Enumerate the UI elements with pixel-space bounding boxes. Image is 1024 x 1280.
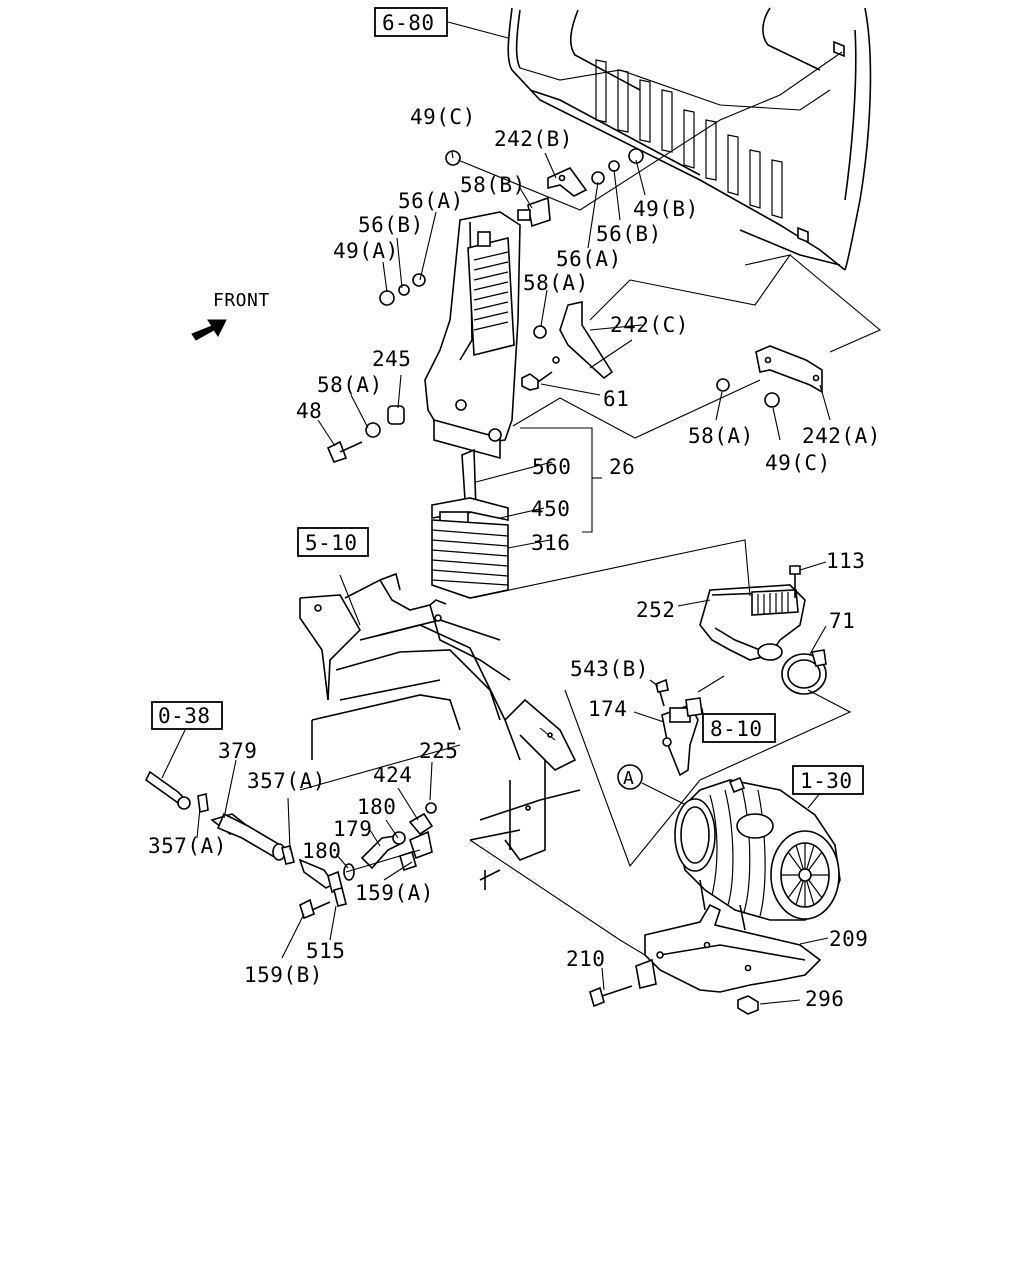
bolt-210 [589, 985, 633, 1008]
callout-a-label: A [623, 768, 634, 789]
ref-label-5-10: 5-10 [305, 531, 358, 555]
label-245: 245 [372, 347, 411, 371]
label-543b: 543(B) [570, 657, 649, 681]
label-58a-right: 58(A) [688, 424, 754, 448]
label-450: 450 [531, 497, 570, 521]
ref-box-0-38: 0-38 [151, 701, 223, 730]
label-49c-top: 49(C) [410, 105, 476, 129]
label-49a: 49(A) [333, 239, 399, 263]
label-48: 48 [296, 399, 322, 423]
label-71: 71 [829, 609, 855, 633]
leader-lines [161, 21, 882, 1005]
label-379: 379 [218, 739, 257, 763]
label-225: 225 [419, 739, 458, 763]
part-labels: 49(C) 242(B) 58(B) 56(A) 56(B) 49(A) 49(… [148, 105, 881, 1011]
label-58b: 58(B) [460, 173, 526, 197]
front-arrow-icon [191, 319, 227, 341]
callout-circle-a: A [617, 764, 643, 790]
label-113: 113 [826, 549, 865, 573]
label-49b: 49(B) [633, 197, 699, 221]
label-174: 174 [588, 697, 627, 721]
label-296: 296 [805, 987, 844, 1011]
hose-assembly [144, 770, 437, 920]
label-26: 26 [609, 455, 635, 479]
ref-label-0-38: 0-38 [158, 704, 211, 728]
ref-box-8-10: 8-10 [702, 713, 776, 743]
label-357a-left: 357(A) [148, 834, 227, 858]
label-56b-left: 56(B) [358, 213, 424, 237]
label-49c-bottom: 49(C) [765, 451, 831, 475]
bracket-242b [547, 167, 588, 197]
chassis-frame [299, 572, 581, 890]
filter-element [431, 448, 509, 599]
front-indicator: FRONT [191, 290, 270, 341]
air-cleaner-body [674, 776, 841, 931]
nut-296 [737, 995, 759, 1015]
label-58a-mid: 58(A) [523, 271, 589, 295]
ref-label-8-10: 8-10 [710, 717, 763, 741]
label-357a-top: 357(A) [247, 769, 326, 793]
clamp-71 [781, 649, 827, 695]
ref-box-5-10: 5-10 [297, 527, 369, 557]
label-560: 560 [532, 455, 571, 479]
label-252: 252 [636, 598, 675, 622]
label-159b: 159(B) [244, 963, 323, 987]
label-159a: 159(A) [355, 881, 434, 905]
label-180-bottom: 180 [302, 839, 341, 863]
label-242b: 242(B) [494, 127, 573, 151]
label-316: 316 [531, 531, 570, 555]
bracket-209 [635, 903, 822, 993]
ref-box-6-80: 6-80 [374, 7, 448, 37]
label-56b-right: 56(B) [596, 222, 662, 246]
label-242c: 242(C) [610, 313, 689, 337]
hardware [326, 148, 780, 463]
cab-back-panel [507, 7, 872, 271]
ref-box-1-30: 1-30 [792, 765, 864, 795]
label-179: 179 [333, 817, 372, 841]
ref-label-6-80: 6-80 [382, 11, 435, 35]
air-intake-duct [424, 211, 521, 460]
label-515: 515 [306, 939, 345, 963]
label-61: 61 [603, 387, 629, 411]
bolt-113 [789, 565, 801, 598]
label-424: 424 [373, 763, 412, 787]
front-label: FRONT [213, 290, 270, 311]
label-210: 210 [566, 947, 605, 971]
label-58a-left: 58(A) [317, 373, 383, 397]
label-180-top: 180 [357, 795, 396, 819]
sensor-174 [655, 678, 703, 777]
label-209: 209 [829, 927, 868, 951]
label-56a-left: 56(A) [398, 189, 464, 213]
bracket-242c [552, 301, 614, 380]
ref-label-1-30: 1-30 [800, 769, 853, 793]
bracket-242a [755, 345, 823, 394]
intake-hose-252 [699, 584, 806, 661]
rubber-mount-58b [517, 196, 551, 228]
label-242a: 242(A) [802, 424, 881, 448]
label-56a-right: 56(A) [556, 247, 622, 271]
